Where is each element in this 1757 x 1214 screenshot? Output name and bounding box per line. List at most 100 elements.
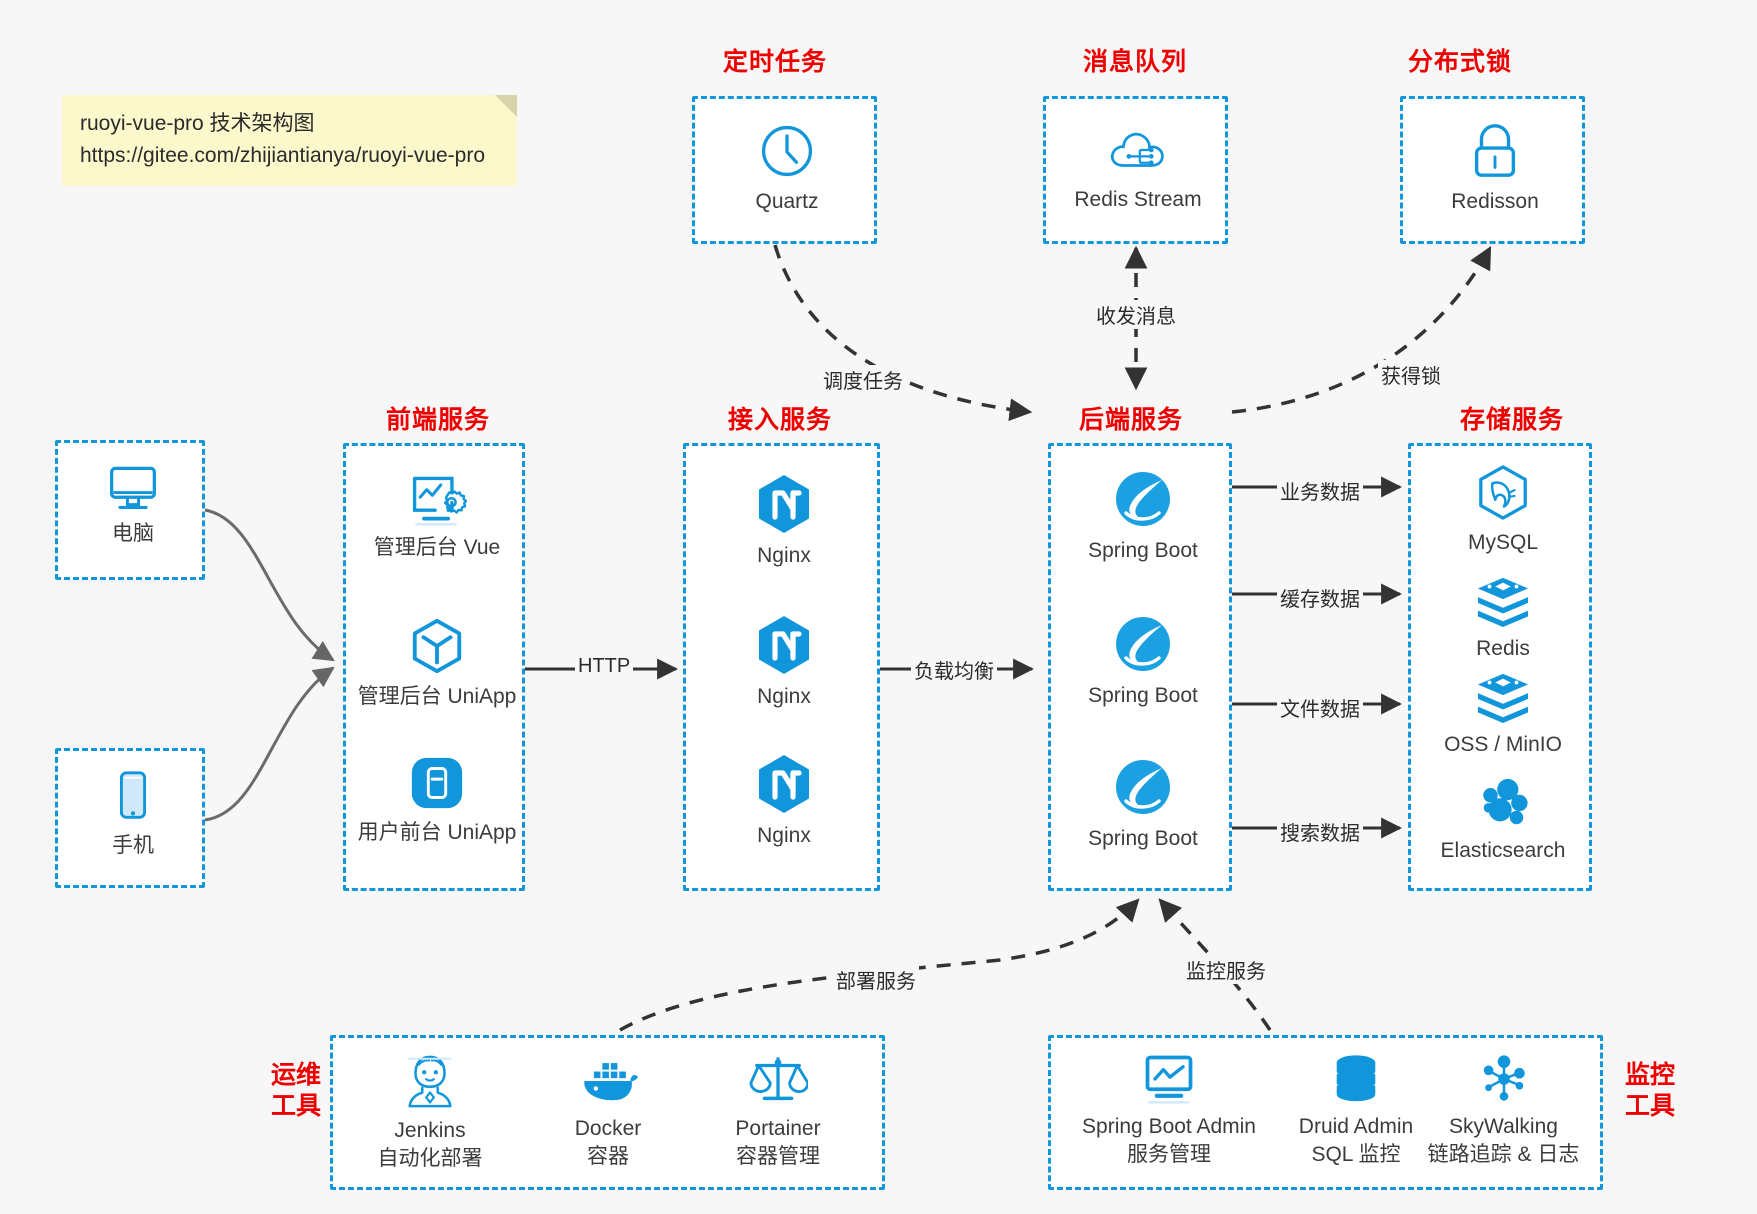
spring-boot-icon [1112, 613, 1174, 675]
group-title-frontend: 前端服务 [385, 406, 490, 434]
group-title-backend: 后端服务 [1078, 406, 1183, 434]
group-frontend[interactable]: 管理后台 Vue 管理后台 UniApp 用户前台 UniApp [343, 443, 525, 891]
group-title-lock: 分布式锁 [1407, 48, 1512, 76]
node-spring-boot-1[interactable]: Spring Boot [1068, 468, 1218, 564]
note-fold-corner [495, 95, 517, 117]
node-spring-boot-2[interactable]: Spring Boot [1068, 613, 1218, 709]
note-line-2: https://gitee.com/zhijiantianya/ruoyi-vu… [80, 143, 486, 167]
node-label: Docker [574, 1117, 642, 1140]
spring-boot-icon [1112, 756, 1174, 818]
nginx-icon [755, 753, 813, 815]
node-label: Spring Boot [1088, 539, 1198, 562]
node-label: 管理后台 UniApp [357, 685, 517, 708]
node-user-uniapp[interactable]: 用户前台 UniApp [358, 754, 516, 846]
edge-label-http: HTTP [575, 655, 634, 678]
node-label: Portainer [735, 1117, 821, 1140]
node-label: Redisson [1451, 190, 1539, 213]
node-portainer[interactable]: Portainer 容器管理 [703, 1052, 853, 1171]
node-skywalking[interactable]: SkyWalking 链路追踪 & 日志 [1411, 1052, 1596, 1169]
group-monitoring[interactable]: Spring Boot Admin 服务管理 Druid Admin SQL 监… [1048, 1035, 1603, 1190]
node-label: Quartz [755, 190, 819, 213]
edge-mobile-to-frontend [204, 666, 335, 822]
node-redis-stream[interactable]: Redis Stream [1063, 121, 1213, 213]
group-device-mobile[interactable]: 手机 [55, 748, 205, 888]
node-graph-icon [1476, 1052, 1532, 1106]
node-elasticsearch[interactable]: Elasticsearch [1428, 776, 1578, 864]
cube-icon [408, 616, 466, 676]
node-admin-uniapp[interactable]: 管理后台 UniApp [358, 616, 516, 710]
edge-pc-to-frontend [204, 508, 335, 662]
edge-label-acquire-lock: 获得锁 [1378, 360, 1444, 389]
node-nginx-1[interactable]: Nginx [709, 473, 859, 569]
group-devops[interactable]: Jenkins 自动化部署 [330, 1035, 885, 1190]
jenkins-butler-icon [401, 1052, 459, 1110]
edge-label-business-data: 业务数据 [1277, 476, 1363, 505]
node-label: Spring Boot [1088, 827, 1198, 850]
mobile-phone-icon [111, 769, 155, 825]
group-storage[interactable]: MySQL Redis [1408, 443, 1592, 891]
node-label: Elasticsearch [1440, 839, 1566, 862]
node-redisson[interactable]: Redisson [1420, 121, 1570, 215]
node-sublabel: 容器 [587, 1145, 629, 1169]
node-label: 电脑 [112, 522, 154, 545]
group-title-devops-line2: 工具 [270, 1092, 321, 1121]
node-sublabel: 服务管理 [1127, 1143, 1211, 1167]
group-title-storage: 存储服务 [1459, 406, 1564, 434]
group-mq[interactable]: Redis Stream [1043, 96, 1228, 244]
nginx-icon [755, 614, 813, 676]
group-title-devops-line1: 运维 [270, 1061, 321, 1089]
edge-label-cache-data: 缓存数据 [1277, 583, 1363, 612]
node-label: MySQL [1467, 531, 1538, 554]
group-title-gateway: 接入服务 [727, 406, 832, 434]
node-mysql[interactable]: MySQL [1428, 464, 1578, 556]
group-title-monitoring-line1: 监控 [1624, 1061, 1675, 1089]
node-spring-boot-admin[interactable]: Spring Boot Admin 服务管理 [1069, 1052, 1269, 1169]
node-docker[interactable]: Docker 容器 [533, 1052, 683, 1171]
node-label: Nginx [757, 685, 811, 708]
node-sublabel: 容器管理 [736, 1145, 820, 1169]
edge-label-load-balance: 负载均衡 [911, 655, 997, 684]
edge-acquire-lock [1231, 246, 1492, 414]
note-line-1: ruoyi-vue-pro 技术架构图 [80, 112, 315, 135]
node-nginx-3[interactable]: Nginx [709, 753, 859, 849]
node-label: Spring Boot Admin [1082, 1115, 1256, 1138]
node-label: 管理后台 Vue [373, 536, 501, 559]
app-window-icon [408, 754, 466, 812]
group-title-monitoring-line2: 工具 [1624, 1092, 1675, 1121]
elasticsearch-icon [1475, 776, 1531, 830]
edge-label-send-receive-message: 收发消息 [1093, 300, 1179, 329]
group-gateway[interactable]: Nginx Nginx Nginx [683, 443, 880, 891]
group-title-monitoring: 监控 工具 [1612, 1060, 1688, 1123]
group-lock[interactable]: Redisson [1400, 96, 1585, 244]
edge-label-deploy-service: 部署服务 [833, 965, 919, 994]
node-label: Redis [1476, 637, 1530, 660]
group-backend[interactable]: Spring Boot Spring Boot Spring Boot [1048, 443, 1232, 891]
node-mobile[interactable]: 手机 [58, 769, 208, 859]
group-title-mq: 消息队列 [1082, 48, 1187, 76]
database-cylinder-icon [1329, 1052, 1383, 1106]
group-device-pc[interactable]: 电脑 [55, 440, 205, 580]
monitor-chart-icon [1140, 1052, 1198, 1106]
dashboard-gear-icon [407, 471, 468, 527]
node-jenkins[interactable]: Jenkins 自动化部署 [355, 1052, 505, 1173]
node-label: Nginx [757, 544, 811, 567]
edge-label-monitor-service: 监控服务 [1183, 955, 1269, 984]
group-title-scheduler: 定时任务 [722, 48, 827, 76]
node-quartz[interactable]: Quartz [712, 121, 862, 215]
scales-balance-icon [748, 1052, 810, 1108]
node-redis[interactable]: Redis [1428, 574, 1578, 662]
node-spring-boot-3[interactable]: Spring Boot [1068, 756, 1218, 852]
node-pc[interactable]: 电脑 [58, 461, 208, 547]
node-druid-admin[interactable]: Druid Admin SQL 监控 [1266, 1052, 1446, 1169]
node-admin-vue[interactable]: 管理后台 Vue [362, 471, 512, 561]
docker-whale-icon [577, 1052, 639, 1108]
node-nginx-2[interactable]: Nginx [709, 614, 859, 710]
node-label: OSS / MinIO [1444, 733, 1562, 756]
group-title-devops: 运维 工具 [258, 1060, 334, 1123]
node-oss-minio[interactable]: OSS / MinIO [1428, 670, 1578, 758]
desktop-monitor-icon [104, 461, 162, 513]
group-scheduler[interactable]: Quartz [692, 96, 877, 244]
clock-icon [757, 121, 817, 181]
node-sublabel: 链路追踪 & 日志 [1427, 1143, 1580, 1167]
